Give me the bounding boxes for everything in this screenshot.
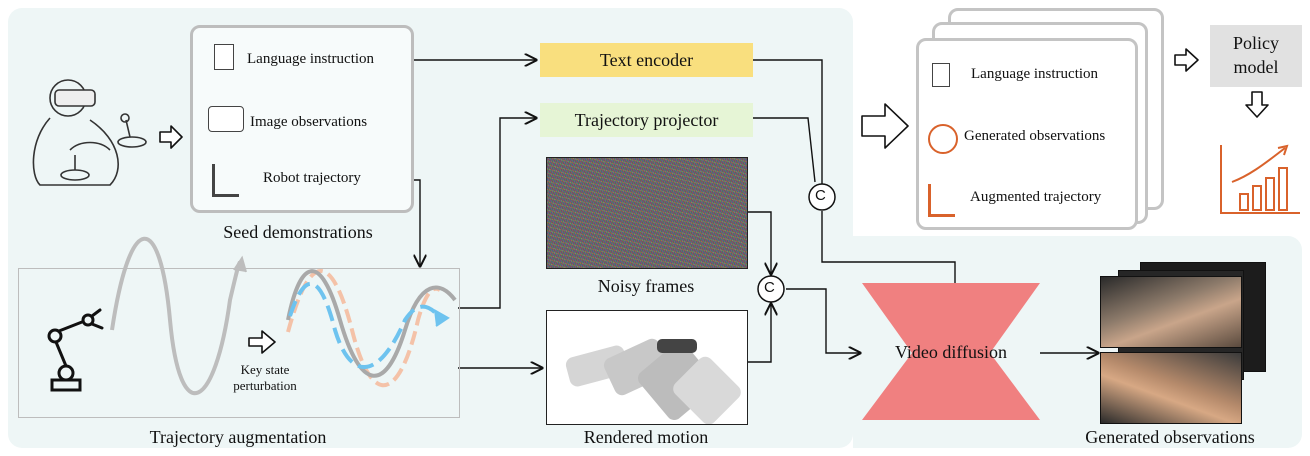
key-state-perturbation-label: Key state perturbation — [233, 362, 297, 393]
generated-frame-top — [1100, 276, 1242, 348]
augmented-robot-arm-icon — [928, 184, 955, 217]
document-icon-output — [932, 63, 950, 87]
hollow-arrow-perturbation — [248, 330, 276, 354]
video-diffusion-shape — [862, 283, 1040, 420]
concat-label-top: C — [815, 187, 826, 204]
generated-observations-caption: Generated observations — [1085, 427, 1255, 447]
trajectory-augmentation-box — [18, 268, 460, 418]
video-diffusion-label: Video diffusion — [894, 342, 1008, 362]
line-encoder-to-concat — [753, 59, 823, 184]
trajectory-projector-block: Trajectory projector — [540, 103, 753, 137]
vr-teleoperator-illustration — [32, 79, 147, 186]
neural-network-icon — [928, 124, 958, 154]
noisy-frames-caption: Noisy frames — [597, 276, 695, 296]
trajectory-augmentation-caption: Trajectory augmentation — [149, 427, 327, 447]
perturbed-trajectory-gray — [286, 269, 457, 378]
seed-item-image: Image observations — [250, 114, 368, 130]
policy-model-box: Policy model — [1210, 25, 1302, 87]
generated-frame-bottom — [1100, 352, 1242, 424]
original-trajectory-curve — [110, 236, 242, 396]
seed-item-language: Language instruction — [247, 51, 375, 67]
hollow-arrow-to-policy — [1174, 48, 1199, 72]
arrow-concat-to-diffusion — [821, 211, 955, 300]
arrow-noisy-to-concat — [746, 211, 771, 274]
camera-icon — [208, 106, 244, 132]
arrow-concat-to-videodiffusion — [786, 288, 860, 353]
robot-arm-small-icon — [212, 164, 239, 197]
hollow-arrow-to-output-stack — [861, 103, 909, 149]
line-projector-to-concat — [753, 117, 816, 183]
concat-label-bottom: C — [764, 279, 775, 296]
output-item-language: Language instruction — [971, 66, 1099, 82]
rendered-motion-image — [546, 310, 748, 425]
arrow-rendered-to-concat — [746, 304, 771, 363]
noisy-frames-image — [546, 157, 748, 269]
output-item-generated: Generated observations — [964, 128, 1106, 144]
hollow-arrow-person-to-seed — [159, 125, 183, 149]
rendered-motion-caption: Rendered motion — [583, 427, 709, 447]
concat-circles — [757, 183, 836, 303]
performance-chart-icon — [1220, 144, 1300, 214]
text-encoder-block: Text encoder — [540, 43, 753, 77]
output-item-augmented: Augmented trajectory — [970, 189, 1102, 205]
hollow-arrow-policy-down — [1245, 91, 1269, 118]
robot-arm-icon — [47, 308, 104, 392]
arrow-aug-to-projector — [458, 118, 536, 309]
seed-demonstrations-caption: Seed demonstrations — [223, 222, 373, 242]
document-icon — [214, 44, 234, 70]
seed-item-trajectory: Robot trajectory — [263, 170, 361, 186]
